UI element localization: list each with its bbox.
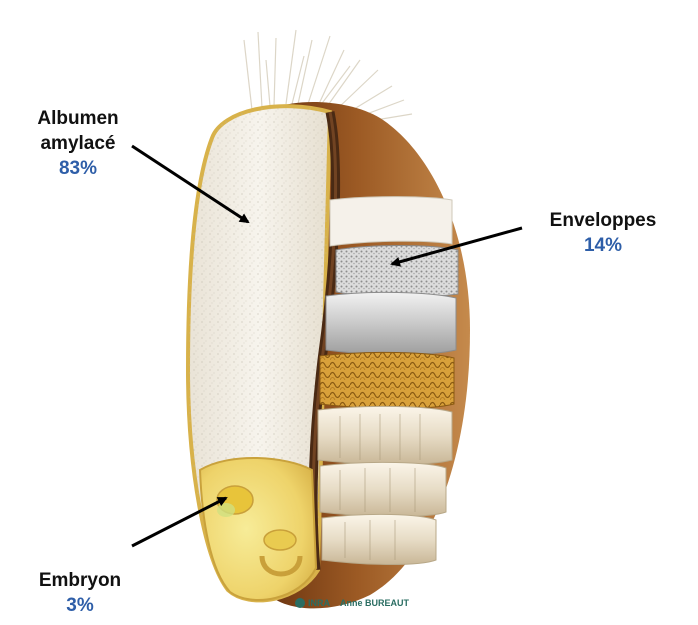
albumen-percent: 83%	[18, 156, 138, 181]
albumen-name-line1: Albumen	[37, 108, 118, 129]
embryon-germ	[200, 458, 316, 600]
enveloppes-label: Enveloppes 14%	[518, 208, 688, 258]
inra-credit: INRA Anne BUREAUT	[295, 598, 410, 608]
enveloppes-name: Enveloppes	[550, 210, 657, 231]
embryon-label: Embryon 3%	[30, 568, 130, 618]
credit-author-text: Anne BUREAUT	[340, 598, 410, 608]
embryon-name: Embryon	[39, 570, 121, 591]
credit-logo-text: INRA	[308, 598, 330, 608]
embryon-percent: 3%	[30, 593, 130, 618]
inra-logo-icon	[295, 598, 305, 608]
enveloppes-percent: 14%	[518, 233, 688, 258]
albumen-label: Albumen amylacé 83%	[18, 106, 138, 181]
albumen-name-line2: amylacé	[40, 133, 115, 154]
